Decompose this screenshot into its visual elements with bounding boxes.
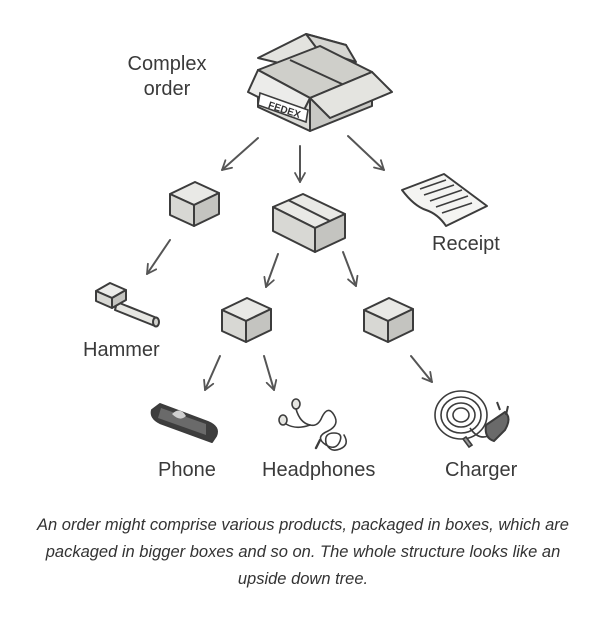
receipt-icon: [401, 173, 488, 227]
box-icon: [221, 297, 272, 343]
headphones-icon: [278, 398, 348, 451]
label-complex-order-line1: Complex: [127, 53, 207, 75]
arrow-box-center-to-box-mid-left: [263, 253, 279, 288]
label-receipt: Receipt: [432, 233, 500, 255]
arrow-root-to-receipt: [347, 135, 385, 171]
figure-caption: An order might comprise various products…: [37, 516, 569, 588]
phone-icon: [150, 403, 218, 443]
label-complex-order: Complex order: [128, 52, 207, 102]
arrow-box-mid-right-to-charger: [410, 355, 433, 383]
box-icon: [363, 297, 414, 343]
fedex-box-icon: [247, 33, 393, 132]
label-headphones: Headphones: [262, 459, 376, 481]
box-icon: [169, 181, 220, 227]
arrow-box-center-to-box-mid-right: [342, 251, 359, 287]
hammer-icon: [95, 282, 160, 328]
tree-arrows: [146, 135, 433, 391]
label-complex-order-line2: order: [143, 78, 191, 100]
arrow-box-left-to-hammer: [146, 239, 171, 275]
label-charger: Charger: [445, 459, 518, 481]
label-phone: Phone: [158, 459, 216, 481]
arrow-box-mid-left-to-phone: [203, 355, 221, 391]
big-box-icon: [272, 193, 346, 253]
label-hammer: Hammer: [83, 339, 160, 361]
arrow-root-to-box-left: [221, 137, 259, 171]
arrow-box-mid-left-to-headphones: [263, 355, 278, 391]
charger-icon: [434, 390, 510, 449]
